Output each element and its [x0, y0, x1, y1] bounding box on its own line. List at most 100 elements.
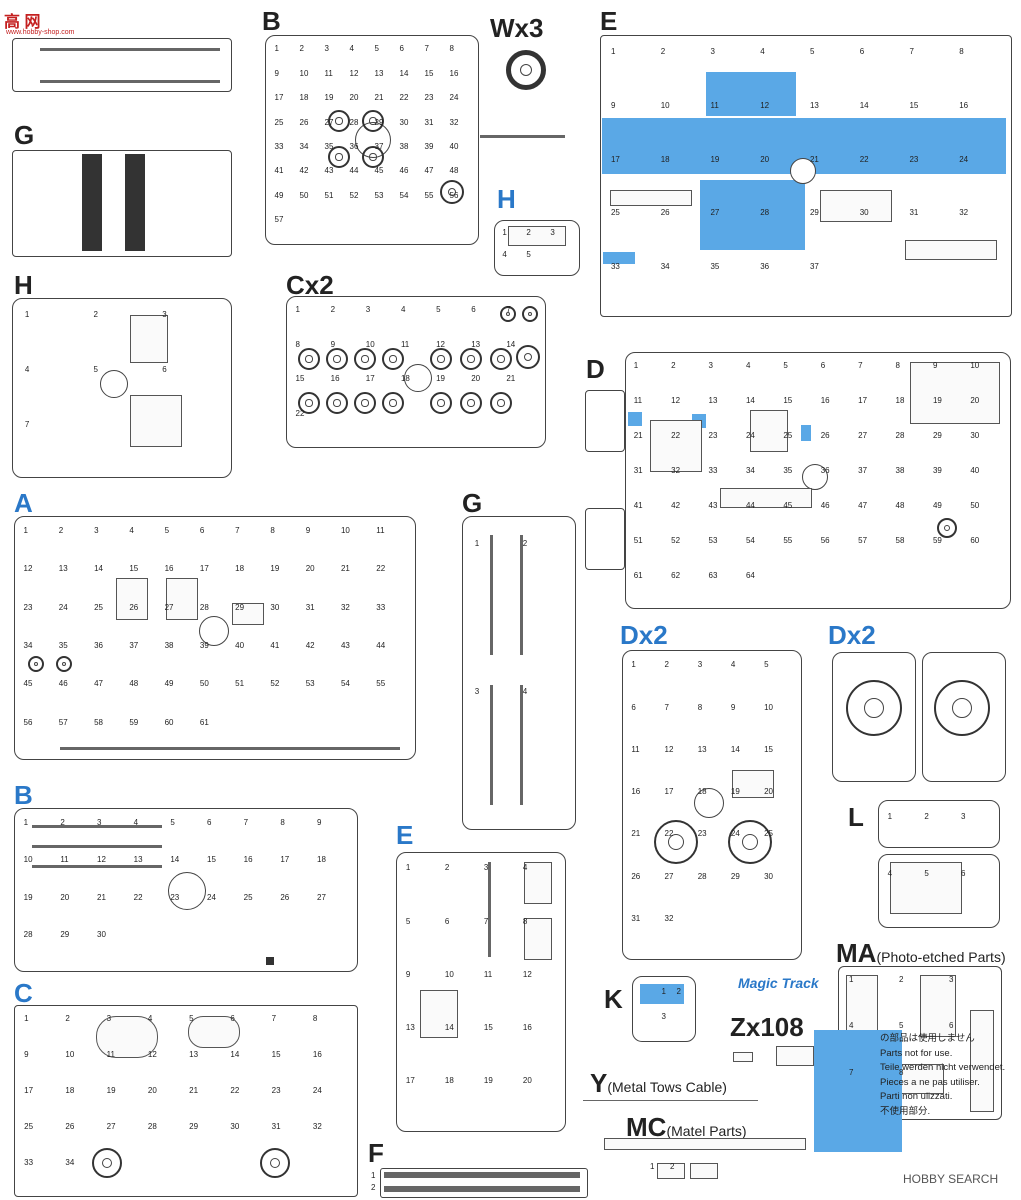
- part-number: 17: [24, 1085, 34, 1095]
- part-number: 12: [522, 969, 532, 979]
- part-number: 12: [97, 855, 106, 865]
- part-number: 64: [745, 570, 755, 580]
- part-number: 1: [650, 1162, 655, 1171]
- part-number: 8: [449, 44, 454, 54]
- part-number: 1: [887, 811, 893, 821]
- part-number: 5: [436, 305, 441, 315]
- unused-part-highlight: [801, 425, 811, 441]
- part-number: 43: [324, 166, 334, 176]
- part-number: 61: [633, 570, 643, 580]
- part-number: 50: [970, 500, 980, 510]
- part-number: 11: [106, 1049, 115, 1059]
- part-number: 1: [405, 863, 411, 873]
- l-part: [890, 862, 962, 914]
- zx108-label: Zx108: [730, 1012, 804, 1042]
- h-left-part: [130, 315, 168, 363]
- part-number: 13: [405, 1022, 415, 1032]
- part-number: 25: [243, 892, 253, 902]
- chassis-plate: [82, 154, 102, 251]
- part-number: 3: [324, 44, 329, 54]
- unused-part-highlight: [640, 984, 684, 1004]
- part-number: 3: [708, 361, 713, 371]
- part-number: 10: [444, 969, 454, 979]
- part-number: 19: [932, 396, 942, 406]
- part-number: 20: [147, 1085, 157, 1095]
- part-number: 14: [745, 396, 755, 406]
- part-number: 56: [449, 190, 459, 200]
- part-number: 50: [199, 679, 209, 689]
- part-number: 56: [820, 535, 830, 545]
- sprue-d-side: [585, 390, 625, 452]
- part-number: 42: [671, 500, 681, 510]
- part-number: 28: [697, 871, 707, 881]
- part-number: 50: [299, 190, 309, 200]
- f-track: [384, 1172, 580, 1178]
- part-number: 34: [660, 261, 670, 271]
- a-part: [116, 578, 148, 620]
- part-number: 1: [633, 361, 639, 371]
- sprue-label-b-low: B: [14, 780, 33, 810]
- part-number: 4: [349, 44, 354, 54]
- site-logo: 高 网: [4, 14, 41, 31]
- part-number: 2: [924, 811, 929, 821]
- part-number: 28: [349, 117, 359, 127]
- part-number: 19: [270, 564, 280, 574]
- part-number: 34: [745, 466, 755, 476]
- part-number: 4: [400, 305, 406, 315]
- part-number: 12: [349, 68, 359, 78]
- part-number: 4: [24, 364, 30, 374]
- road-wheel: [490, 348, 512, 370]
- part-number: 27: [664, 871, 674, 881]
- part-number: 53: [708, 535, 718, 545]
- sprue-hub: [790, 158, 816, 184]
- road-wheel: [490, 392, 512, 414]
- part-number: 8: [959, 47, 964, 57]
- road-wheel: [326, 392, 348, 414]
- part-number: 20: [522, 1076, 532, 1086]
- part-number: 6: [820, 361, 826, 371]
- part-number: 23: [271, 1085, 281, 1095]
- part-number: 7: [483, 916, 489, 926]
- part-number: 5: [526, 250, 531, 260]
- part-number: 3: [949, 974, 954, 984]
- part-number: 46: [399, 166, 409, 176]
- a-wheel: [56, 656, 72, 672]
- wheel-part: [440, 180, 464, 204]
- part-number: 23: [424, 93, 434, 103]
- part-number: 6: [207, 817, 212, 827]
- part-number: 9: [610, 100, 616, 110]
- part-number: 34: [65, 1157, 75, 1167]
- part-number: 14: [94, 564, 103, 574]
- part-number: 39: [932, 466, 942, 476]
- part-number: 3: [661, 1011, 666, 1021]
- part-number: 5: [809, 47, 815, 57]
- part-number: 8: [895, 361, 900, 371]
- part-number: 6: [631, 702, 636, 712]
- part-number: 3: [474, 686, 480, 696]
- part-number: 6: [859, 47, 865, 57]
- part-number: 32: [664, 913, 674, 923]
- part-number: 19: [730, 787, 740, 797]
- sprue-l: [878, 800, 1000, 848]
- part-number: 61: [199, 717, 209, 727]
- road-wheel: [382, 348, 404, 370]
- part-number: 18: [65, 1085, 75, 1095]
- part-number: 41: [270, 640, 280, 650]
- part-number: 17: [199, 564, 209, 574]
- part-number: 4: [730, 660, 736, 670]
- chassis-frame-top: [12, 38, 232, 92]
- part-number: 7: [664, 702, 669, 712]
- part-number: 11: [633, 396, 643, 406]
- part-number: 1: [661, 986, 666, 996]
- b-dark-part: [266, 957, 274, 965]
- part-number: 13: [58, 564, 68, 574]
- part-number: 49: [274, 190, 284, 200]
- part-number: 20: [760, 154, 770, 164]
- part-number: 11: [400, 339, 410, 349]
- part-number: 26: [299, 117, 309, 127]
- part-number: 13: [697, 744, 707, 754]
- part-number: 6: [162, 364, 167, 374]
- metal-barrel: [604, 1138, 806, 1150]
- part-number: 4: [760, 47, 765, 57]
- part-number: 21: [631, 829, 641, 839]
